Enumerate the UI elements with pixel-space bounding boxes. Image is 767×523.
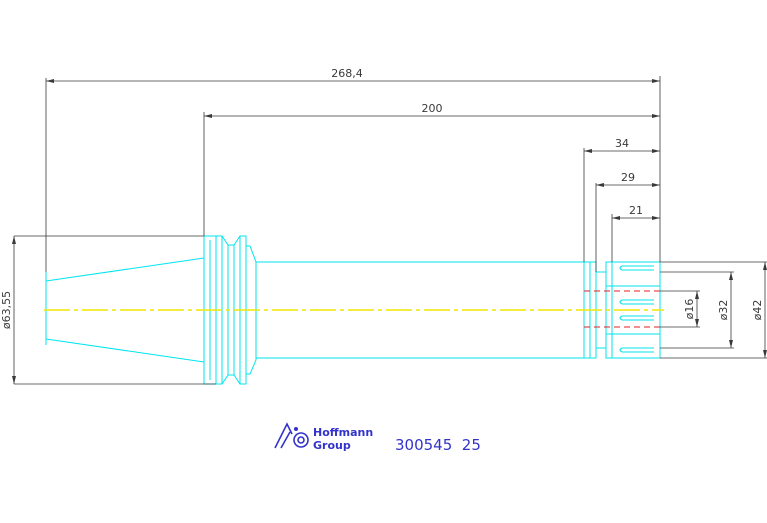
logo-line1: Hoffmann <box>313 426 373 439</box>
dim-length-34: 34 <box>615 137 629 150</box>
top-margin <box>0 0 767 66</box>
dimension-arrows <box>12 79 767 384</box>
dim-dia-63-55: ø63,55 <box>0 291 13 329</box>
dim-overall-length: 268,4 <box>331 67 363 80</box>
logo-mark-icon <box>274 422 309 449</box>
dim-dia-32: ø32 <box>717 300 730 321</box>
hoffmann-group-logo: Hoffmann Group 300545 25 <box>274 422 481 454</box>
logo-line2: Group <box>313 439 351 452</box>
dim-dia-42: ø42 <box>751 300 764 321</box>
part-number: 300545 25 <box>395 436 481 454</box>
dim-dia-16: ø16 <box>683 299 696 320</box>
bore-hidden-lines <box>584 290 660 328</box>
dim-length-21: 21 <box>629 204 643 217</box>
dim-length-200: 200 <box>422 102 443 115</box>
bottom-margin <box>0 453 767 523</box>
dim-length-29: 29 <box>621 171 635 184</box>
dimension-lines <box>13 76 767 385</box>
